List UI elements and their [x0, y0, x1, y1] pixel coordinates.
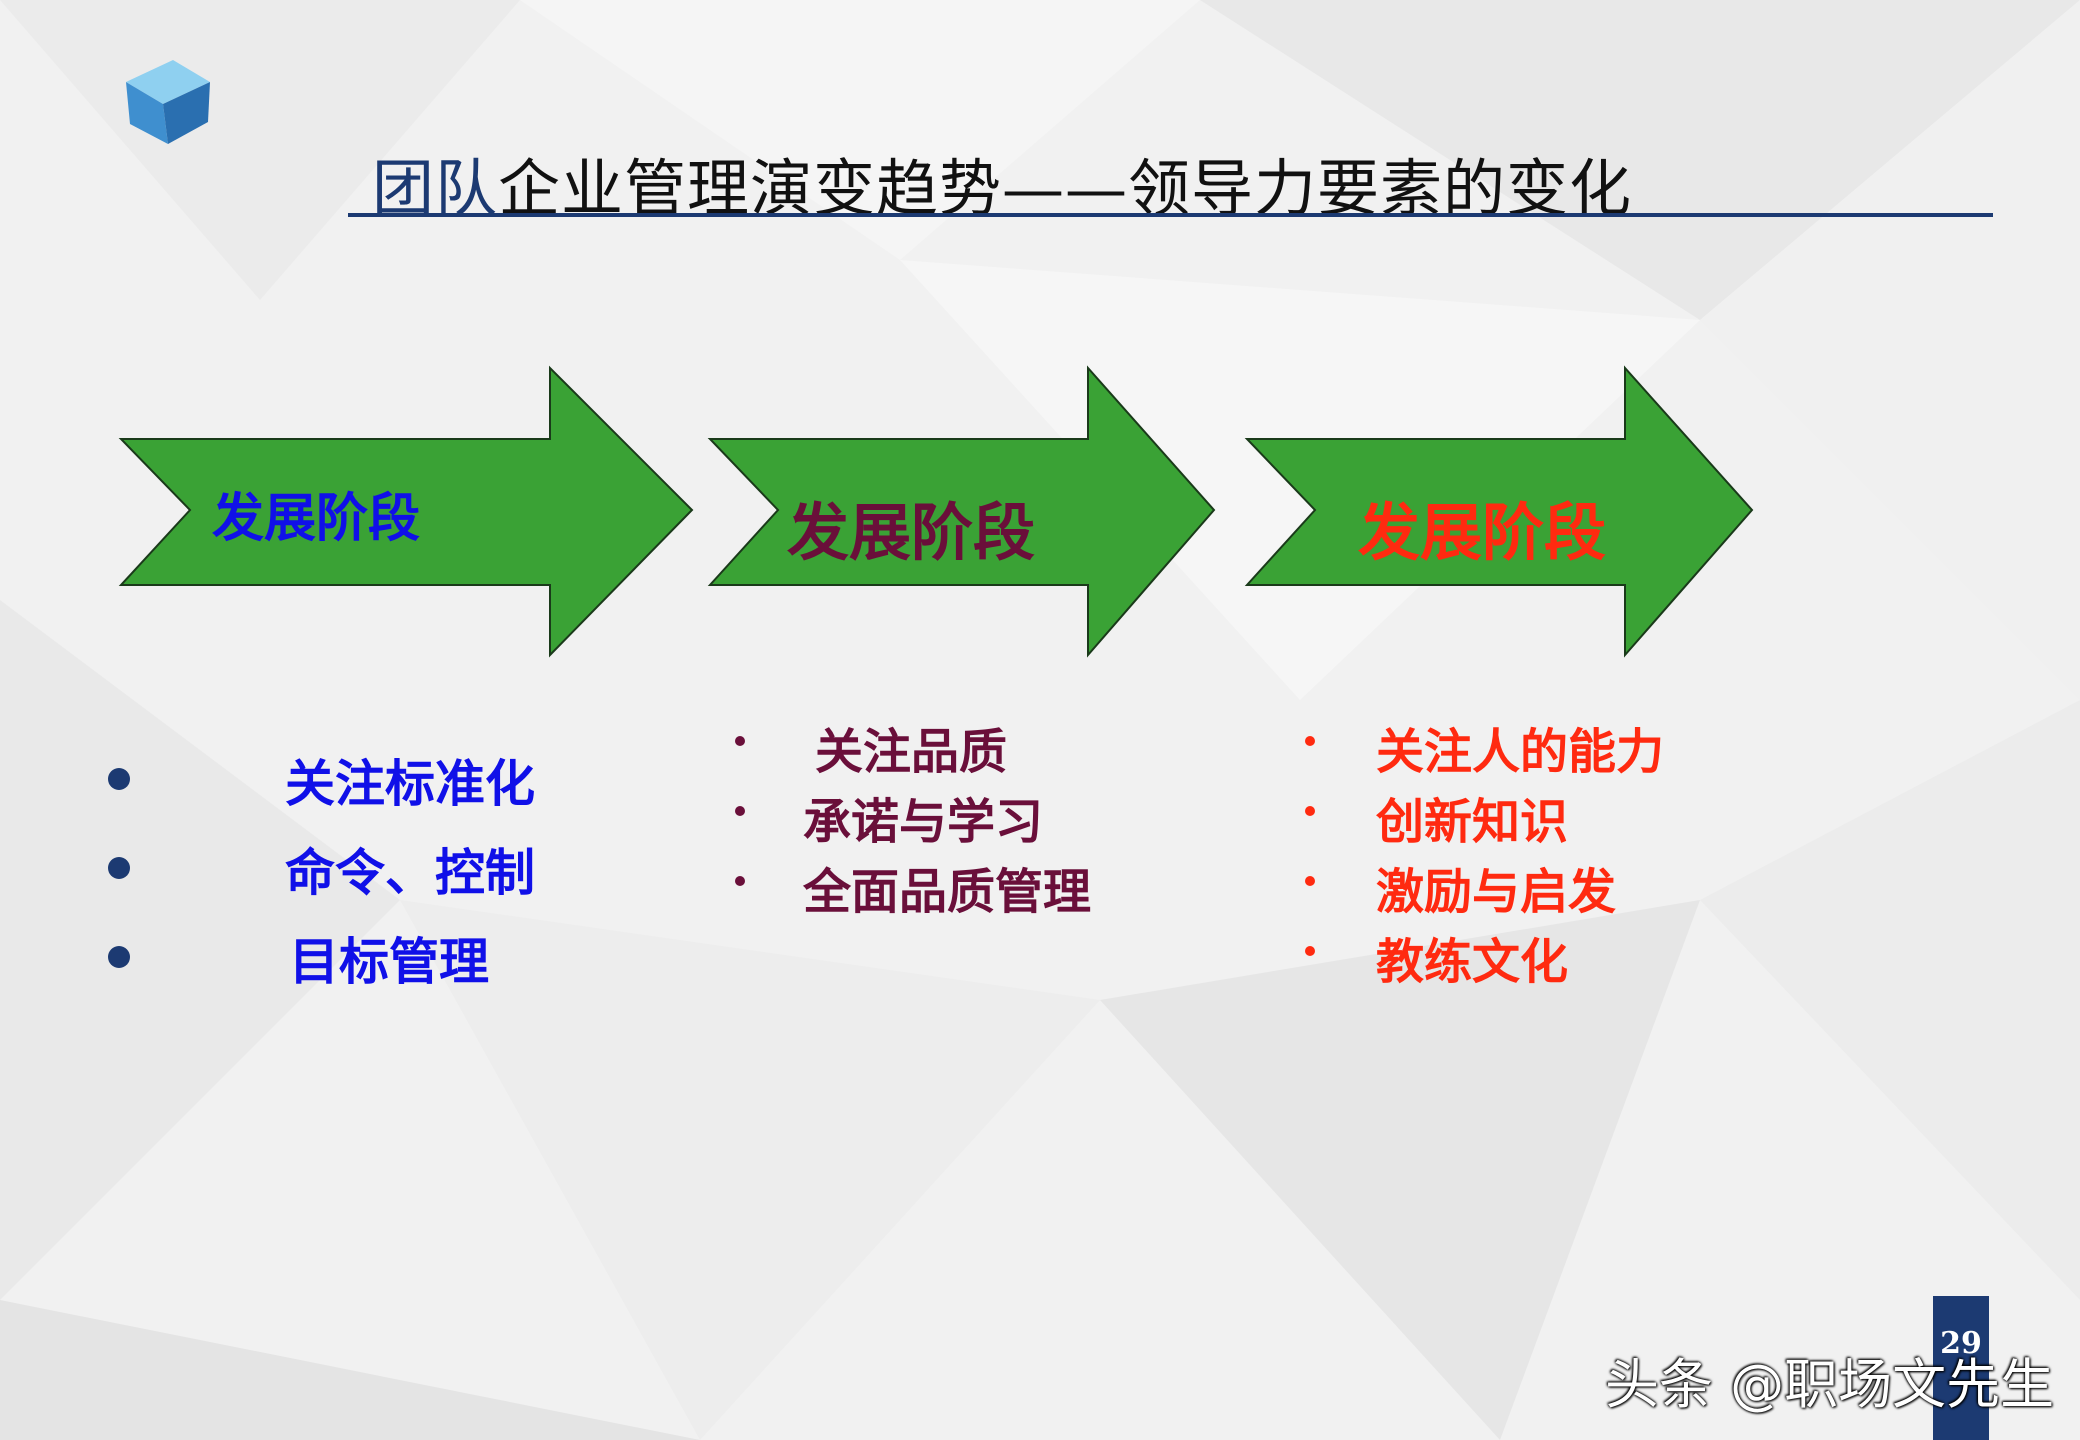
bullet-dot [108, 857, 130, 879]
bullet-dot [108, 946, 130, 968]
stage-arrow-2 [707, 365, 1216, 658]
title-rest: 企业管理演变趋势——领导力要素的变化 [498, 152, 1633, 225]
bullet-dot [735, 736, 745, 746]
stage-arrow-1 [118, 365, 694, 658]
stage-1-item: 关注标准化 [285, 754, 535, 813]
page-title: 团队企业管理演变趋势——领导力要素的变化 [372, 138, 1632, 228]
title-accent: 团队 [372, 152, 499, 225]
page-number-box [1933, 1296, 1989, 1440]
stage-2-label: 发展阶段 [787, 496, 1036, 569]
stage-1-label: 发展阶段 [212, 488, 421, 549]
watermark: 头条 @职场文先生 [1605, 1353, 2055, 1416]
stage-2-item: 关注品质 [815, 724, 1008, 780]
bullet-dot [108, 768, 130, 790]
bullet-dot [735, 806, 745, 816]
stage-2-item: 全面品质管理 [803, 864, 1092, 920]
stage-2-item: 承诺与学习 [803, 794, 1044, 850]
stage-3-label: 发展阶段 [1358, 496, 1607, 569]
stage-1-item: 命令、控制 [285, 843, 535, 902]
cube-icon [126, 60, 210, 144]
stage-arrow-3 [1244, 365, 1754, 658]
bullet-dot [735, 876, 745, 886]
stage-3-item: 关注人的能力 [1376, 724, 1665, 780]
stage-3-item: 创新知识 [1376, 794, 1569, 850]
stage-1-item: 目标管理 [289, 932, 489, 991]
bullet-dot [1305, 736, 1315, 746]
title-underline [348, 213, 1993, 217]
bullet-dot [1305, 946, 1315, 956]
stage-3-item: 教练文化 [1376, 934, 1569, 990]
stage-arrows [118, 365, 1754, 658]
bullet-dot [1305, 806, 1315, 816]
bullet-dot [1305, 876, 1315, 886]
page-number: 29 [1940, 1326, 1982, 1361]
stage-3-item: 激励与启发 [1376, 864, 1617, 920]
